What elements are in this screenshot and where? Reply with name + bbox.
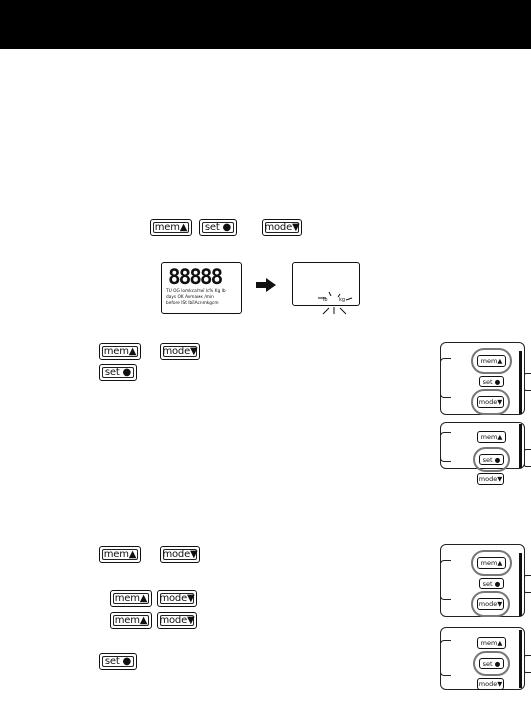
mem-button-label: mem▲ [103, 346, 137, 357]
mini-mem-label: mem▲ [480, 433, 503, 441]
mini-mem-label: mem▲ [480, 639, 503, 647]
highlight-ring [471, 348, 512, 374]
unit-kg: kg [339, 297, 346, 303]
device-edge [519, 630, 522, 688]
mode-button-label: mode▼ [159, 615, 195, 626]
lcd-segment-line3: before ISt IbïlAcnmkgcm [166, 301, 219, 306]
mini-mode-button[interactable]: mode▼ [477, 678, 504, 690]
mini-set-label: set ● [482, 659, 501, 668]
set-button-label: set ● [204, 222, 232, 233]
mode-button[interactable]: mode▼ [157, 612, 197, 629]
mem-button[interactable]: mem▲ [110, 590, 152, 607]
set-button[interactable]: set ● [199, 219, 237, 236]
highlight-ring [473, 651, 510, 676]
mem-button[interactable]: mem▲ [99, 343, 141, 360]
mini-set-label: set ● [482, 579, 501, 588]
device-side-slot [440, 432, 451, 462]
highlight-ring [471, 591, 510, 617]
device-tab [524, 373, 531, 391]
mini-mode-label: mode▼ [478, 475, 503, 483]
blink-rays-icon [318, 291, 353, 315]
device-side-slot [440, 640, 451, 676]
mini-mode-button[interactable]: mode▼ [477, 473, 504, 485]
mini-mode-label: mode▼ [478, 600, 503, 608]
header-bar [0, 0, 531, 49]
mini-mem-label: mem▲ [480, 559, 503, 567]
mode-button[interactable]: mode▼ [160, 343, 200, 360]
device-side-slot [440, 560, 451, 600]
mini-set-button[interactable]: set ● [479, 376, 504, 387]
lcd-all-segments: 88888 TU OG lomkcalтиї lc% Kg lb days OK… [161, 262, 242, 314]
arrow-right-icon [256, 278, 276, 292]
mem-button-label: mem▲ [103, 549, 137, 560]
device-side-slot [440, 358, 451, 398]
mini-set-button[interactable]: set ● [479, 578, 504, 589]
lcd-digits: 88888 [168, 265, 223, 289]
mode-button-label: mode▼ [159, 593, 195, 604]
set-button[interactable]: set ● [99, 653, 137, 670]
mini-mem-button[interactable]: mem▲ [477, 637, 506, 649]
device-edge [519, 351, 522, 414]
highlight-ring [471, 550, 512, 576]
device-edge [519, 424, 522, 468]
mini-mode-label: mode▼ [478, 398, 503, 406]
set-button-label: set ● [104, 367, 132, 378]
mode-button-label: mode▼ [264, 222, 300, 233]
mem-button[interactable]: mem▲ [150, 219, 192, 236]
device-edge [519, 553, 522, 616]
mem-button[interactable]: mem▲ [110, 612, 152, 629]
set-button[interactable]: set ● [99, 364, 137, 381]
mini-mem-label: mem▲ [480, 357, 503, 365]
set-button-label: set ● [104, 656, 132, 667]
lcd-segment-line1: TU OG lomkcalтиї lc% Kg lb [166, 289, 226, 294]
highlight-ring [471, 389, 510, 415]
mode-button[interactable]: mode▼ [157, 590, 197, 607]
mini-mem-button[interactable]: mem▲ [477, 431, 506, 443]
mode-button[interactable]: mode▼ [262, 219, 302, 236]
mini-set-label: set ● [482, 377, 501, 386]
mode-button-label: mode▼ [162, 549, 198, 560]
unit-lb: lb [323, 297, 328, 303]
mem-button-label: mem▲ [154, 222, 188, 233]
device-tab [524, 449, 531, 467]
mem-button-label: mem▲ [114, 593, 148, 604]
device-tab [524, 655, 531, 673]
lcd-segment-line2: days OK Avmамк /min [166, 295, 214, 300]
mode-button[interactable]: mode▼ [160, 546, 200, 563]
mini-set-label: set ● [482, 455, 501, 464]
mem-button[interactable]: mem▲ [99, 546, 141, 563]
mem-button-label: mem▲ [114, 615, 148, 626]
highlight-ring [473, 447, 510, 472]
device-tab [524, 575, 531, 593]
mini-mode-label: mode▼ [478, 680, 503, 688]
mode-button-label: mode▼ [162, 346, 198, 357]
